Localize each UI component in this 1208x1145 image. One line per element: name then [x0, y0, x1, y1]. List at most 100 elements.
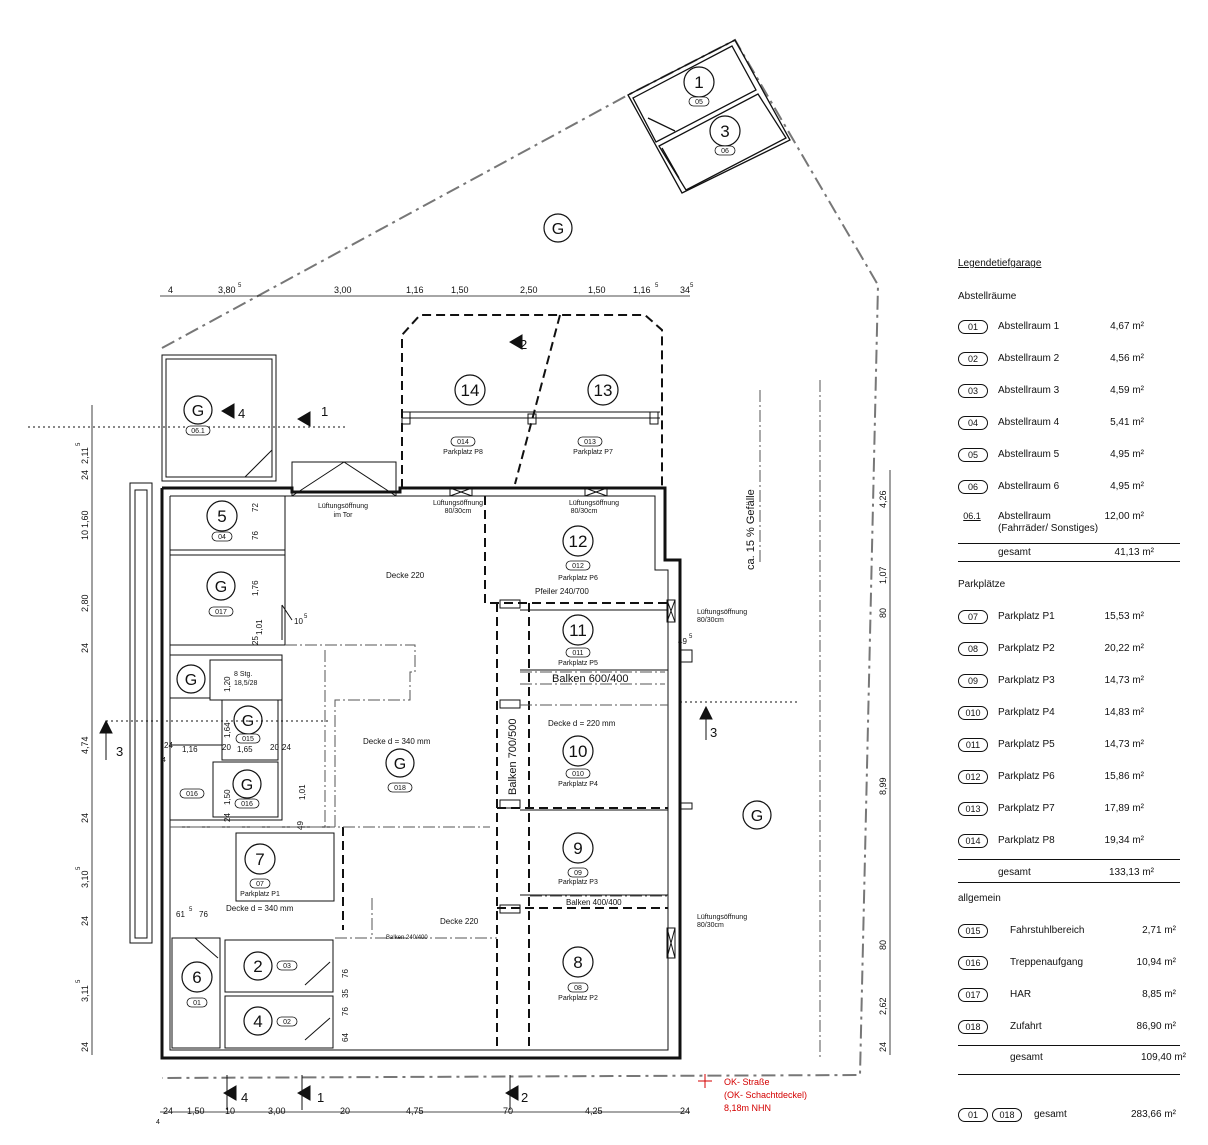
- legend-name: HAR: [1010, 989, 1032, 1000]
- legend-name: Abstellraum 6: [998, 481, 1060, 492]
- g-marker-elevator: G: [242, 713, 254, 730]
- legend-area: 15,53 m²: [1104, 611, 1144, 622]
- dim-inner-7: 1,20: [223, 676, 232, 692]
- label-gefaelle: ca. 15 % Gefälle: [745, 489, 757, 570]
- dim-top-3: 3,00: [334, 285, 352, 295]
- dim-top-9: 5: [655, 283, 659, 289]
- dim-inner-8: 1,64: [223, 722, 232, 738]
- dim-left-7: 4,74: [80, 736, 90, 754]
- legend-code: 015: [958, 924, 988, 938]
- room-number-4: 4: [253, 1012, 262, 1031]
- room-code-07: 07: [256, 881, 264, 888]
- dim-top-7: 1,50: [588, 285, 606, 295]
- legend-area: 4,59 m²: [1110, 385, 1144, 396]
- legend-total-label: gesamt: [1034, 1109, 1067, 1120]
- dim-inner-3: 10: [294, 617, 303, 626]
- dim-bottom-5: 4,75: [406, 1106, 424, 1116]
- dim-inner-18: 61: [176, 910, 185, 919]
- g-marker-stair: G: [185, 672, 197, 689]
- dim-inner-24: 64: [341, 1033, 350, 1042]
- legend-code: 02: [958, 352, 988, 366]
- legend-name: Zufahrt: [1010, 1021, 1042, 1032]
- dim-right-1: 1,07: [878, 566, 888, 584]
- section-marker-2-bottom: 2: [521, 1090, 528, 1105]
- dim-left-14: 24: [80, 1042, 90, 1052]
- room-number-1: 1: [694, 73, 703, 92]
- dim-bottom-8: 24: [680, 1106, 690, 1116]
- legend-sum-value: 41,13 m²: [1114, 547, 1154, 558]
- legend-code: 07: [958, 610, 988, 624]
- dim-right-3: 8,99: [878, 777, 888, 795]
- label-decke-340: Decke d = 340 mm: [363, 737, 431, 746]
- section-marker-1-bottom: 1: [317, 1090, 324, 1105]
- room-code-018: 018: [394, 785, 406, 792]
- dim-inner-4: 5: [304, 614, 308, 620]
- legend-area: 4,67 m²: [1110, 321, 1144, 332]
- label-parkplatz-p4: Parkplatz P4: [558, 781, 598, 788]
- legend-area: 2,71 m²: [1142, 925, 1176, 936]
- legend-code: 014: [958, 834, 988, 848]
- label-stairs-2: 18,5/28: [234, 680, 257, 687]
- legend-code: 06.1: [963, 511, 981, 521]
- dim-bottom-9: 4: [156, 1119, 160, 1126]
- room-number-13: 13: [594, 381, 613, 400]
- legend-row: 04 Abstellraum 4 5,41 m²: [950, 416, 1180, 432]
- dim-left-6: 24: [80, 643, 90, 653]
- legend-row: 012 Parkplatz P6 15,86 m²: [950, 770, 1180, 786]
- dim-top-10: 34: [680, 285, 690, 295]
- label-balken-700: Balken 700/500: [507, 719, 519, 795]
- dim-inner-14: 1,50: [223, 789, 232, 805]
- legend-area: 86,90 m²: [1136, 1021, 1176, 1032]
- label-ok-1: OK- Straße: [724, 1077, 770, 1087]
- dim-top-11: 5: [690, 283, 694, 289]
- legend-name: Parkplatz P3: [998, 675, 1055, 686]
- room-number-6: 6: [192, 968, 201, 987]
- room-code-011: 011: [572, 650, 583, 657]
- legend-area: 10,94 m²: [1136, 957, 1176, 968]
- dim-left-4: 1,60: [80, 510, 90, 528]
- legend-area: 14,73 m²: [1104, 739, 1144, 750]
- room-number-12: 12: [569, 532, 588, 551]
- legend-name: Abstellraum: [998, 511, 1051, 522]
- room-code-015: 015: [242, 736, 254, 743]
- label-lueftung-2-size: 80/30cm: [571, 508, 598, 515]
- legend-name: Fahrstuhlbereich: [1010, 925, 1085, 936]
- legend-name: Parkplatz P2: [998, 643, 1055, 654]
- dim-right-5: 2,62: [878, 997, 888, 1015]
- label-parkplatz-p6: Parkplatz P6: [558, 575, 598, 582]
- room-number-14: 14: [461, 381, 480, 400]
- g-marker-site: G: [552, 221, 564, 238]
- room-number-2: 2: [253, 957, 262, 976]
- room-code-016-b: 016: [241, 801, 253, 808]
- legend-total-row: 01 018 gesamt 283,66 m²: [950, 1108, 1190, 1124]
- dim-left-1: 2,11: [80, 447, 90, 464]
- legend-area: 17,89 m²: [1104, 803, 1144, 814]
- legend-code: 010: [958, 706, 988, 720]
- legend-code: 03: [958, 384, 988, 398]
- legend-area: 14,83 m²: [1104, 707, 1144, 718]
- legend-sum-value: 133,13 m²: [1108, 867, 1154, 878]
- dim-bottom-3: 3,00: [268, 1106, 286, 1116]
- legend-code: 08: [958, 642, 988, 656]
- legend-name: Parkplatz P4: [998, 707, 1055, 718]
- dim-top-6: 2,50: [520, 285, 538, 295]
- legend-area: 4,95 m²: [1110, 449, 1144, 460]
- dim-inner-11: 1,65: [237, 745, 253, 754]
- legend-row: 05 Abstellraum 5 4,95 m²: [950, 448, 1180, 464]
- label-parkplatz-p2: Parkplatz P2: [558, 995, 598, 1002]
- dim-top-5: 1,50: [451, 285, 469, 295]
- legend-sum-label: gesamt: [1010, 1052, 1043, 1063]
- room-code-04: 04: [218, 534, 226, 541]
- room-code-012: 012: [572, 563, 584, 570]
- legend-name: Abstellraum 1: [998, 321, 1060, 332]
- property-boundary: [161, 38, 880, 1079]
- room-code-014: 014: [457, 439, 469, 446]
- label-parkplatz-p1: Parkplatz P1: [240, 891, 280, 898]
- dim-right-0: 4,26: [878, 490, 888, 508]
- dim-inner-22: 35: [341, 989, 350, 998]
- g-marker-har: G: [215, 579, 227, 596]
- legend-row: 015 Fahrstuhlbereich 2,71 m²: [950, 924, 1180, 940]
- dim-top-2: 5: [238, 283, 242, 289]
- dim-inner-12: 20: [270, 743, 279, 752]
- legend-heading-allg: allgemein: [958, 893, 1001, 904]
